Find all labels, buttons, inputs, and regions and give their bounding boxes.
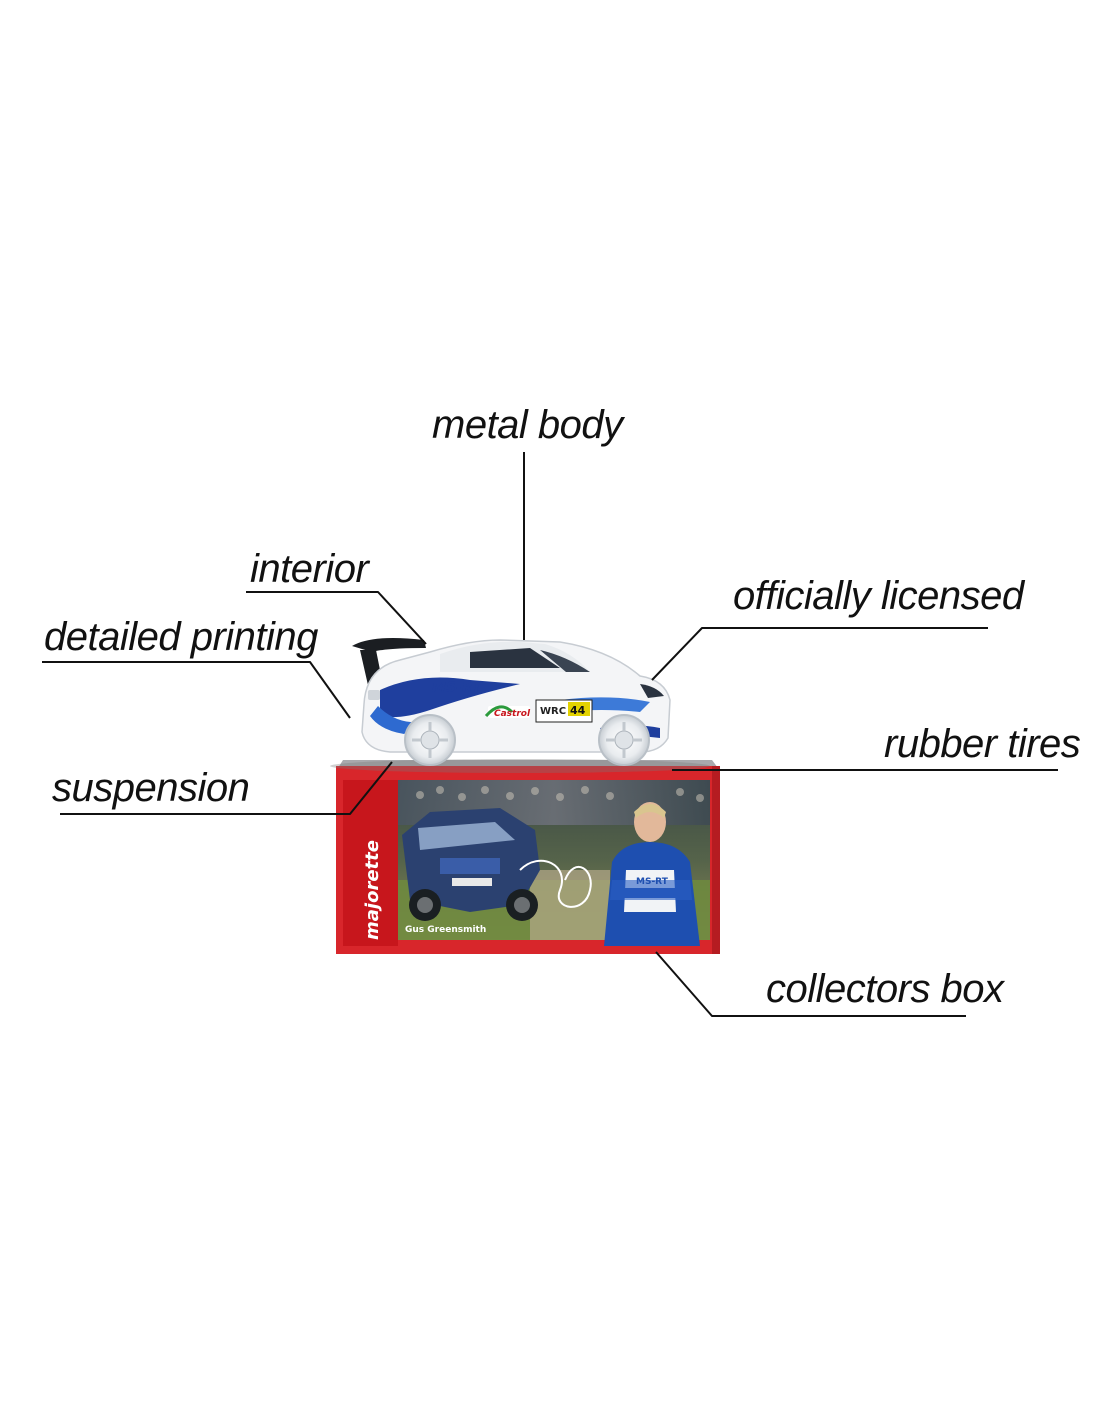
sponsor-decal: MS-RT	[432, 680, 483, 696]
leader-line-interior	[246, 591, 427, 645]
wrc-number-plate: WRC 44	[535, 699, 593, 723]
leader-line-suspension	[60, 761, 393, 815]
diecast-rally-car: MS-RT Castrol WRC 44	[352, 638, 671, 766]
svg-text:WRC: WRC	[540, 706, 566, 717]
box-brand-logo: majorette	[362, 840, 383, 940]
callout-interior: interior	[250, 547, 369, 591]
callout-detailed-printing: detailed printing	[44, 615, 318, 659]
box-driver-badge: MS-RT	[636, 877, 669, 887]
box-driver-name: Gus Greensmith	[405, 925, 486, 935]
brand-strip	[343, 780, 398, 946]
callout-collectors-box: collectors box	[766, 967, 1004, 1011]
callout-officially-licensed: officially licensed	[733, 574, 1024, 618]
signature-mark	[519, 859, 592, 908]
leader-line-collectors-box	[655, 951, 966, 1017]
collectors-box: majorette Gus Greensmith MS-RT	[336, 760, 720, 954]
callout-rubber-tires: rubber tires	[884, 722, 1081, 766]
box-rally-car-image	[402, 808, 540, 921]
headlight	[640, 684, 664, 698]
svg-text:Castrol: Castrol	[494, 709, 531, 719]
callout-suspension: suspension	[52, 766, 250, 810]
castrol-decal: Castrol	[484, 705, 531, 719]
side-window	[470, 648, 560, 668]
box-driver-image	[604, 802, 700, 946]
rear-wheel	[404, 714, 456, 766]
livery-stripe	[380, 677, 520, 718]
callout-metal-body: metal body	[432, 403, 623, 447]
race-number: 44	[570, 704, 586, 717]
leader-line-detailed-printing	[42, 661, 351, 719]
leader-line-officially-licensed	[651, 627, 988, 681]
front-wheel	[598, 714, 650, 766]
rear-spoiler	[352, 638, 426, 652]
car-shadow	[330, 759, 710, 773]
